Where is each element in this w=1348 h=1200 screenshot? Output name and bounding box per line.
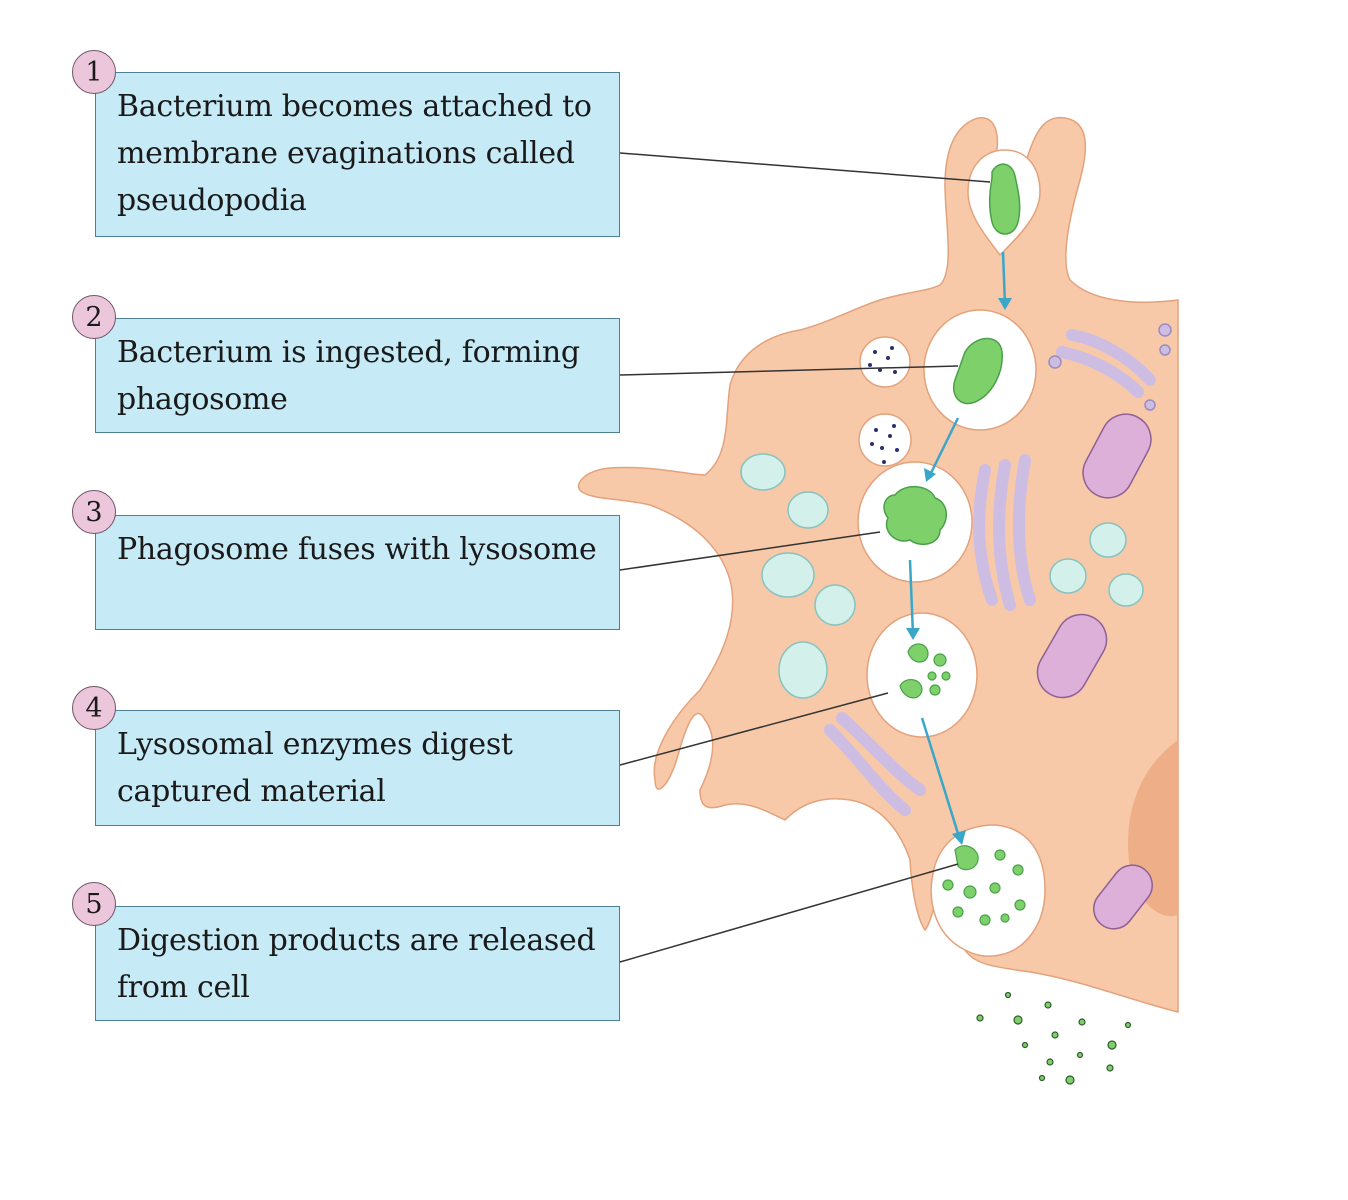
step-box-1: Bacterium becomes attached to membrane e… (95, 72, 620, 237)
step-text-5: Digestion products are released from cel… (117, 923, 596, 1005)
step-text-3: Phagosome fuses with lysosome (117, 532, 597, 567)
digested-fragments (899, 643, 951, 699)
lysosome (858, 413, 912, 467)
digestion-vesicle (866, 612, 978, 738)
golgi-vesicles (1048, 323, 1172, 411)
step-text-1: Bacterium becomes attached to membrane e… (117, 89, 592, 218)
step-box-4: Lysosomal enzymes digest captured materi… (95, 710, 620, 826)
step-box-5: Digestion products are released from cel… (95, 906, 620, 1021)
bacterium-fused (883, 486, 947, 546)
mitochondria (1036, 413, 1153, 930)
bacterium-ingested (953, 337, 1003, 405)
digestion-products (942, 845, 1026, 926)
vesicles (740, 453, 1144, 699)
step-text-4: Lysosomal enzymes digest captured materi… (117, 727, 513, 809)
step-badge-4: 4 (72, 686, 116, 730)
step-text-2: Bacterium is ingested, forming phagosome (117, 335, 580, 417)
step-box-2: Bacterium is ingested, forming phagosome (95, 318, 620, 433)
lysosome (859, 336, 911, 388)
pathway-arrowheads (906, 298, 1012, 845)
step-badge-2: 2 (72, 295, 116, 339)
leader-lines (619, 152, 991, 963)
exocytosis-vesicle (930, 824, 1046, 957)
bacterium-attached (988, 163, 1021, 235)
step-badge-3: 3 (72, 490, 116, 534)
step-badge-1: 1 (72, 50, 116, 94)
released-particles (976, 991, 1132, 1085)
step-badge-5: 5 (72, 882, 116, 926)
pathway-arrows (908, 251, 1007, 841)
golgi-apparatus (824, 329, 1156, 816)
step-box-3: Phagosome fuses with lysosome (95, 515, 620, 630)
